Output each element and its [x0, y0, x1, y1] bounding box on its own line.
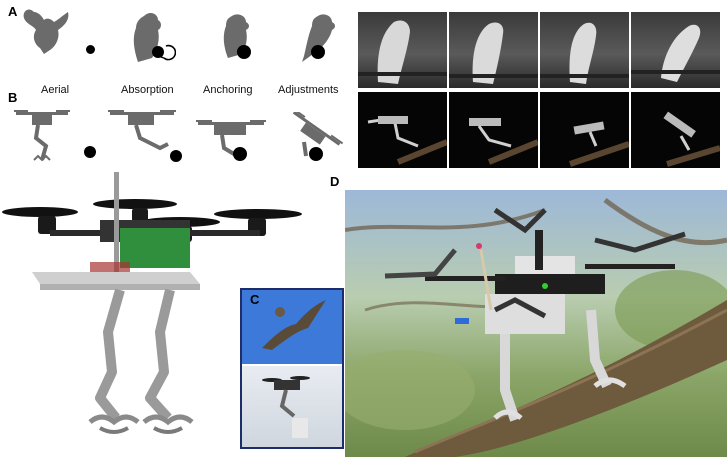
- panel-label-d: D: [330, 174, 340, 189]
- panel-label-a: A: [8, 4, 18, 19]
- drone-flight-photo: [242, 366, 342, 447]
- drone-highspeed-frame-2: [449, 92, 538, 168]
- drone-cad-render: [2, 172, 302, 434]
- stage-label-adjustments: Adjustments: [278, 84, 339, 96]
- parrot-photo-frame-4: [631, 12, 720, 88]
- stage-label-absorption: Absorption: [121, 84, 174, 96]
- parrot-aerial-silhouette: [23, 9, 69, 55]
- drone-highspeed-frame-3: [540, 92, 629, 168]
- panel-label-b: B: [8, 90, 18, 105]
- drone-aerial-diagram: [14, 110, 70, 162]
- panel-label-c: C: [250, 292, 260, 307]
- parrot-photo-frame-3: [540, 12, 629, 88]
- stage-separator-dot: [86, 45, 95, 54]
- drone-highspeed-frame-4: [631, 92, 720, 168]
- falcon-sky-photo: [242, 290, 342, 364]
- drone-adjustments-diagram: [292, 112, 344, 161]
- panel-c-frame: [240, 288, 344, 449]
- stage-label-aerial: Aerial: [41, 84, 70, 96]
- drone-highspeed-frame-1: [358, 92, 447, 168]
- stage-label-anchoring: Anchoring: [203, 84, 253, 96]
- parrot-anchoring-silhouette: [223, 14, 251, 59]
- parrot-photo-frame-1: [358, 12, 447, 88]
- parrot-absorption-silhouette: [133, 13, 176, 62]
- drone-anchoring-diagram: [196, 120, 266, 161]
- drone-perched-photo: [345, 190, 727, 457]
- drone-absorption-diagram: [108, 110, 182, 162]
- stage-separator-dot: [84, 146, 96, 158]
- parrot-photo-frame-2: [449, 12, 538, 88]
- parrot-adjustments-silhouette: [302, 14, 335, 62]
